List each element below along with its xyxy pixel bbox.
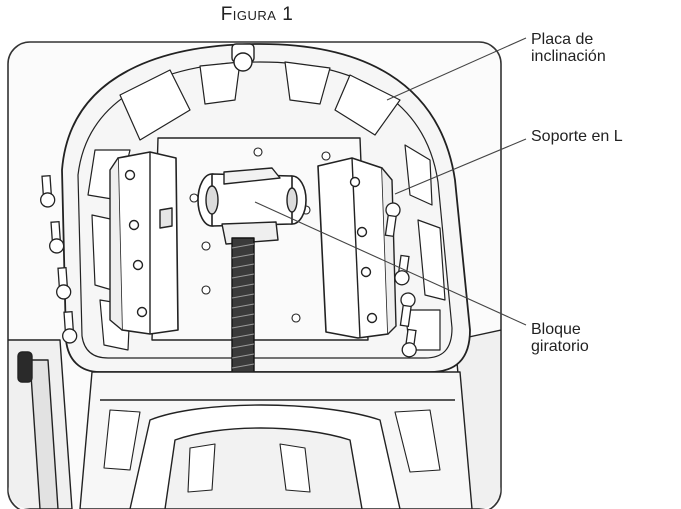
left-l-bracket — [109, 151, 179, 335]
screw-icon — [384, 202, 417, 358]
leader-line-placa — [386, 37, 527, 101]
knob-icon — [17, 351, 33, 383]
callout-l-bracket: Soporte en L — [531, 128, 623, 145]
leader-line-bloque — [254, 201, 527, 326]
screw-icon — [40, 175, 78, 344]
swivel-block — [197, 167, 307, 245]
leader-line-soporte — [394, 138, 527, 195]
figure-title: Figura 1 — [220, 4, 294, 25]
callout-swivel-block: Bloque giratorio — [531, 321, 589, 355]
callout-tilt-plate: Placa de inclinación — [531, 31, 606, 65]
